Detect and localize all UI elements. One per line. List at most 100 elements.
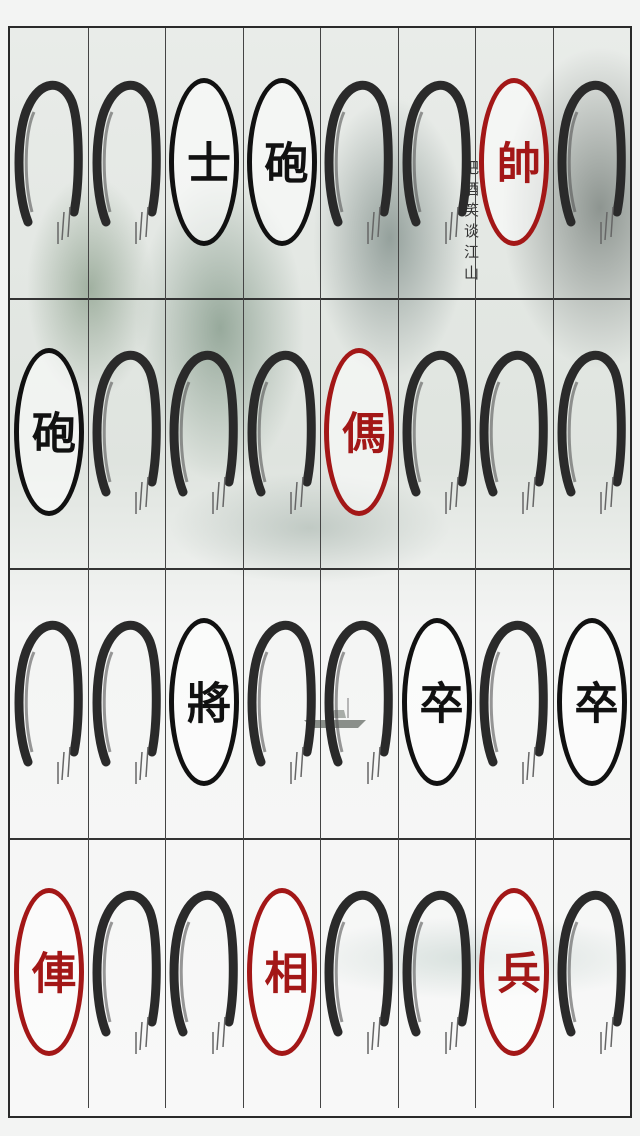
face-down-piece[interactable] bbox=[320, 568, 398, 836]
piece-disc: 兵 bbox=[479, 888, 549, 1056]
ink-circle-icon bbox=[557, 80, 626, 244]
column-divider bbox=[165, 28, 166, 1108]
face-down-piece[interactable] bbox=[475, 568, 553, 836]
piece-back bbox=[92, 882, 162, 1062]
ink-circle-icon bbox=[479, 620, 548, 784]
piece-disc: 砲 bbox=[14, 348, 84, 516]
ink-circle-icon bbox=[324, 620, 393, 784]
ink-circle-icon bbox=[92, 350, 161, 514]
piece-character: 兵 bbox=[489, 950, 540, 994]
face-down-piece[interactable] bbox=[243, 568, 321, 836]
piece-back bbox=[92, 72, 162, 252]
piece-back bbox=[402, 72, 472, 252]
face-down-piece[interactable] bbox=[398, 838, 476, 1106]
ink-circle-icon bbox=[247, 620, 316, 784]
chess-piece-black[interactable]: 卒 bbox=[398, 568, 476, 836]
face-down-piece[interactable] bbox=[165, 298, 243, 566]
piece-character: 砲 bbox=[24, 410, 75, 454]
face-down-piece[interactable] bbox=[398, 28, 476, 296]
column-divider bbox=[320, 28, 321, 1108]
column-divider bbox=[475, 28, 476, 1108]
ink-circle-icon bbox=[247, 350, 316, 514]
face-down-piece[interactable] bbox=[243, 298, 321, 566]
face-down-piece[interactable] bbox=[553, 838, 631, 1106]
piece-back bbox=[247, 612, 317, 792]
ink-circle-icon bbox=[14, 80, 83, 244]
face-down-piece[interactable] bbox=[10, 28, 88, 296]
piece-back bbox=[169, 342, 239, 522]
piece-character: 帥 bbox=[489, 140, 540, 184]
face-down-piece[interactable] bbox=[475, 298, 553, 566]
piece-disc: 士 bbox=[169, 78, 239, 246]
piece-back bbox=[479, 612, 549, 792]
piece-back bbox=[169, 882, 239, 1062]
face-down-piece[interactable] bbox=[553, 28, 631, 296]
ink-circle-icon bbox=[14, 620, 83, 784]
piece-disc: 砲 bbox=[246, 78, 317, 246]
chess-piece-black[interactable]: 砲 bbox=[10, 298, 88, 566]
chess-piece-red[interactable]: 相 bbox=[243, 838, 321, 1106]
piece-character: 俥 bbox=[24, 950, 75, 994]
chess-piece-red[interactable]: 帥 bbox=[475, 28, 553, 296]
chess-piece-black[interactable]: 士 bbox=[165, 28, 243, 296]
ink-circle-icon bbox=[557, 350, 626, 514]
face-down-piece[interactable] bbox=[553, 298, 631, 566]
piece-disc: 卒 bbox=[556, 618, 627, 786]
piece-character: 卒 bbox=[411, 680, 463, 724]
ink-circle-icon bbox=[92, 80, 161, 244]
piece-character: 相 bbox=[256, 950, 308, 994]
face-down-piece[interactable] bbox=[88, 298, 166, 566]
face-down-piece[interactable] bbox=[398, 298, 476, 566]
face-down-piece[interactable] bbox=[88, 568, 166, 836]
column-divider bbox=[242, 28, 244, 1108]
chess-piece-black[interactable]: 砲 bbox=[243, 28, 321, 296]
ink-circle-icon bbox=[479, 350, 548, 514]
piece-character: 傌 bbox=[334, 410, 385, 454]
piece-disc: 相 bbox=[246, 888, 317, 1056]
chess-piece-black[interactable]: 卒 bbox=[553, 568, 631, 836]
face-down-piece[interactable] bbox=[320, 28, 398, 296]
ink-circle-icon bbox=[557, 890, 626, 1054]
piece-back bbox=[557, 342, 627, 522]
piece-character: 砲 bbox=[256, 140, 308, 184]
ink-circle-icon bbox=[402, 890, 471, 1054]
piece-back bbox=[557, 882, 627, 1062]
face-down-piece[interactable] bbox=[10, 568, 88, 836]
ink-circle-icon bbox=[92, 620, 161, 784]
piece-disc: 帥 bbox=[479, 78, 549, 246]
face-down-piece[interactable] bbox=[320, 838, 398, 1106]
piece-back bbox=[479, 342, 549, 522]
piece-back bbox=[324, 882, 394, 1062]
piece-back bbox=[247, 342, 317, 522]
chess-piece-red[interactable]: 兵 bbox=[475, 838, 553, 1106]
piece-back bbox=[402, 342, 472, 522]
chess-piece-red[interactable]: 傌 bbox=[320, 298, 398, 566]
piece-back bbox=[402, 882, 472, 1062]
piece-disc: 將 bbox=[169, 618, 239, 786]
ink-circle-icon bbox=[324, 890, 393, 1054]
piece-disc: 俥 bbox=[14, 888, 84, 1056]
column-divider bbox=[87, 28, 89, 1108]
piece-back bbox=[324, 72, 394, 252]
ink-circle-icon bbox=[169, 890, 238, 1054]
column-divider bbox=[552, 28, 554, 1108]
piece-character: 將 bbox=[179, 680, 230, 724]
piece-character: 卒 bbox=[566, 680, 618, 724]
face-down-piece[interactable] bbox=[88, 28, 166, 296]
ink-circle-icon bbox=[92, 890, 161, 1054]
piece-back bbox=[14, 612, 84, 792]
piece-character: 士 bbox=[179, 140, 230, 184]
piece-back bbox=[557, 72, 627, 252]
piece-back bbox=[14, 72, 84, 252]
face-down-piece[interactable] bbox=[165, 838, 243, 1106]
piece-back bbox=[324, 612, 394, 792]
column-divider bbox=[397, 28, 399, 1108]
piece-disc: 卒 bbox=[401, 618, 472, 786]
face-down-piece[interactable] bbox=[88, 838, 166, 1106]
piece-back bbox=[92, 342, 162, 522]
chess-piece-red[interactable]: 俥 bbox=[10, 838, 88, 1106]
ink-circle-icon bbox=[402, 350, 471, 514]
chess-piece-black[interactable]: 將 bbox=[165, 568, 243, 836]
ink-circle-icon bbox=[402, 80, 471, 244]
